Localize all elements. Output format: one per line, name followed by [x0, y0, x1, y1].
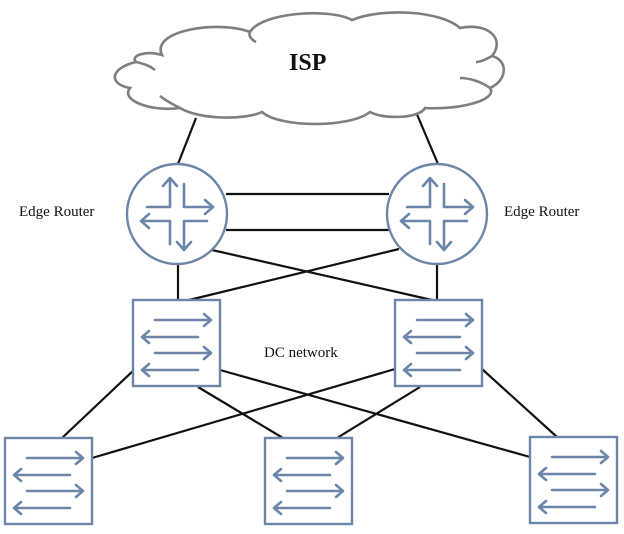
switch-icon [528, 435, 619, 525]
dc-switch-top-right[interactable] [393, 298, 484, 388]
switch-icon [263, 436, 354, 526]
cloud-detail [248, 31, 257, 44]
link-switch-tl-bottom-middle [197, 386, 284, 439]
cloud-detail [475, 54, 493, 64]
link-isp-edge-router-left [176, 117, 198, 165]
cloud-detail [459, 76, 491, 90]
access-switch-bottom-right[interactable] [528, 435, 619, 525]
router-icon [399, 176, 475, 252]
links [61, 111, 558, 460]
edge-router-left[interactable] [125, 162, 229, 266]
switch-icon [3, 436, 94, 526]
dc-network-label: DC network [264, 345, 338, 361]
switch-icon [131, 298, 222, 388]
cloud-icon [113, 11, 506, 126]
router-body [385, 162, 489, 266]
access-switch-bottom-middle[interactable] [263, 436, 354, 526]
link-router-right-switch-left [188, 247, 400, 302]
access-switch-bottom-left[interactable] [3, 436, 94, 526]
router-icon [139, 176, 215, 252]
isp-label: ISP [289, 50, 327, 76]
cloud-detail [159, 94, 181, 110]
link-switch-tr-bottom-middle [336, 386, 421, 439]
edge-router-right-label: Edge Router [504, 204, 580, 220]
edge-router-right[interactable] [385, 162, 489, 266]
link-switch-tr-bottom-right [481, 368, 558, 438]
link-router-left-switch-right [211, 248, 433, 302]
link-isp-edge-router-right [414, 111, 440, 165]
dc-switch-top-left[interactable] [131, 298, 222, 388]
link-switch-tr-bottom-left [91, 367, 396, 460]
switch-icon [393, 298, 484, 388]
link-switch-tl-bottom-left [61, 368, 136, 439]
isp-cloud[interactable] [113, 11, 506, 126]
cloud-detail [135, 60, 156, 72]
edge-router-left-label: Edge Router [19, 204, 95, 220]
router-body [125, 162, 229, 266]
